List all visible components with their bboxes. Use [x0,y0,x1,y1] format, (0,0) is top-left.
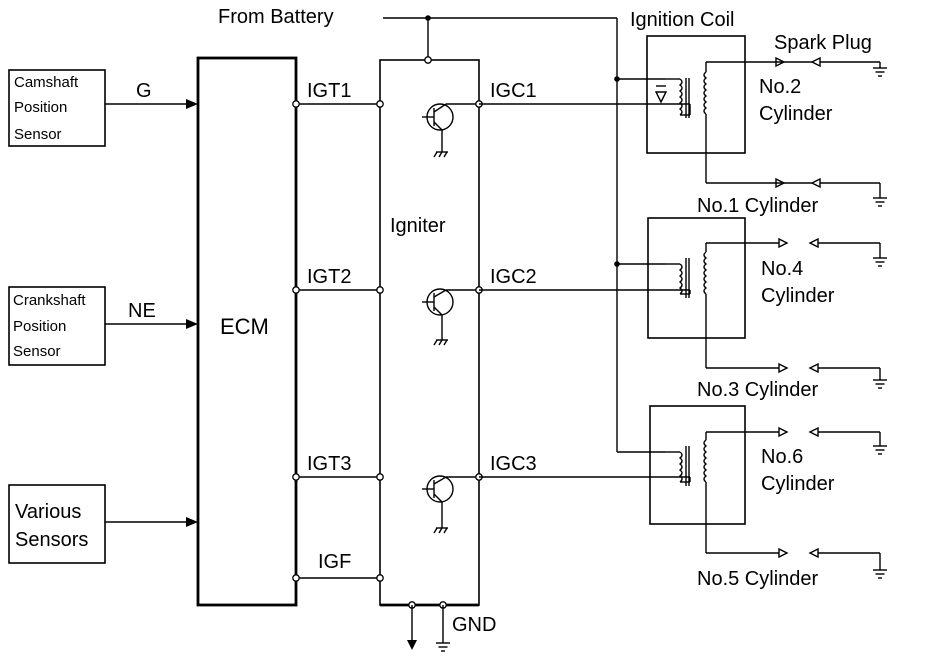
camshaft-label-1: Camshaft [14,74,79,91]
sensor-signals: G NE [105,80,198,527]
camshaft-label-3: Sensor [14,126,62,143]
no3-cylinder-label: No.3 Cylinder [697,379,819,401]
igt1-label: IGT1 [307,80,351,102]
ecm-igniter-lines: IGT1 IGT2 IGT3 IGF [292,80,384,582]
ignition-coil-3 [649,405,789,559]
no4-cylinder-label: Cylinder [761,285,835,307]
no2-cylinder-label: Cylinder [759,103,833,125]
crankshaft-label-2: Position [13,318,66,335]
igniter-label: Igniter [390,215,446,237]
ignition-coil-1 [646,35,782,184]
crankshaft-sensor: Crankshaft Position Sensor [8,286,106,366]
signal-g-label: G [136,80,152,102]
crankshaft-label-1: Crankshaft [13,292,86,309]
igt3-label: IGT3 [307,453,351,475]
various-label-1: Various [15,501,81,523]
igc-lines: IGC1 IGC2 IGC3 [475,80,690,481]
igniter-block: Igniter [379,59,480,607]
igt2-label: IGT2 [307,266,351,288]
camshaft-sensor: Camshaft Position Sensor [8,69,106,147]
no6-label: No.6 [761,446,803,468]
no4-label: No.4 [761,258,803,280]
ground-terminal: GND [407,601,496,652]
spark-plug-label: Spark Plug [774,32,872,54]
various-label-2: Sensors [15,529,88,551]
transistor-3 [422,475,479,534]
spark-plug-no5 [808,547,887,579]
battery-feed: From Battery [218,6,665,453]
igc3-label: IGC3 [490,453,537,475]
spark-plug-no1 [775,177,887,207]
ecm-label: ECM [220,314,269,339]
igc1-label: IGC1 [490,80,537,102]
signal-ne-label: NE [128,300,156,322]
no2-label: No.2 [759,76,801,98]
no5-cylinder-label: No.5 Cylinder [697,568,819,590]
spark-plug-no4 [808,237,887,267]
igf-label: IGF [318,551,351,573]
igc2-label: IGC2 [490,266,537,288]
transistor-2 [422,288,479,346]
spark-plug-no2 [775,56,887,77]
from-battery-label: From Battery [218,6,334,28]
ignition-coil-label: Ignition Coil [630,9,735,31]
various-sensors: Various Sensors [8,484,106,564]
ignition-coil-2 [647,217,789,374]
gnd-label: GND [452,614,496,636]
camshaft-label-2: Position [14,99,67,116]
crankshaft-label-3: Sensor [13,343,61,360]
ecm-block: ECM [196,56,298,607]
diode-icon [654,85,668,104]
no1-cylinder-label: No.1 Cylinder [697,195,819,217]
spark-plug-no3 [808,362,887,389]
transistor-1 [422,103,479,158]
spark-plug-no6 [808,426,887,455]
no6-cylinder-label: Cylinder [761,473,835,495]
